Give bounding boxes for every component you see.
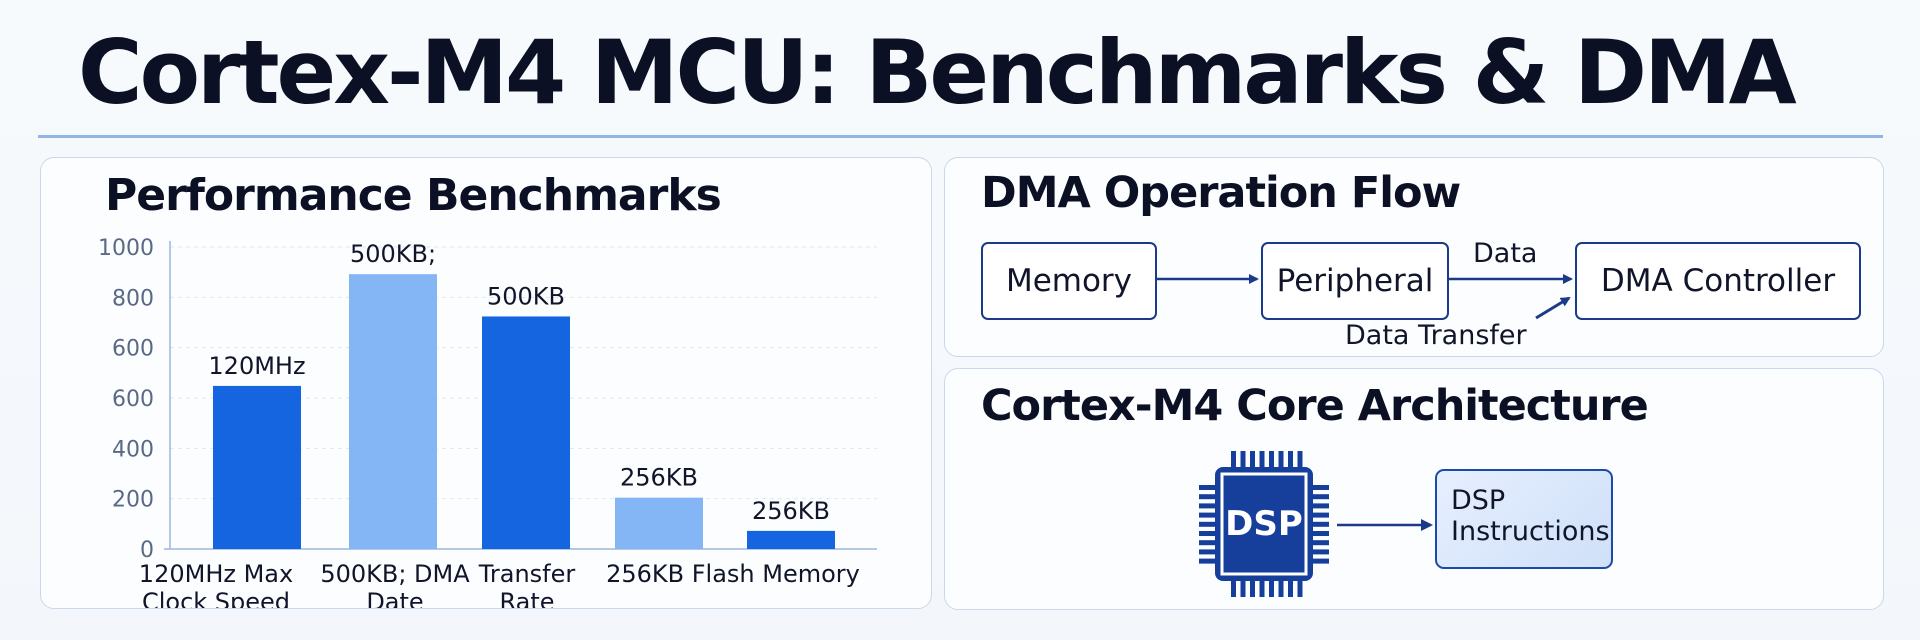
- bar-data-label: 500KB: [487, 282, 565, 310]
- arrow-transfer-to-dma: [1535, 296, 1571, 320]
- y-tick-label: 400: [112, 437, 154, 462]
- chip-pin: [1269, 579, 1274, 597]
- x-tick-label: 256KB Flash Memory: [606, 560, 860, 588]
- y-tick-label: 800: [112, 286, 154, 311]
- x-tick-label: Date: [366, 588, 423, 608]
- chip-body: [1215, 467, 1313, 581]
- title-divider: [38, 135, 1883, 138]
- chip-pin: [1250, 579, 1255, 597]
- edge-label-data-transfer: Data Transfer: [1345, 320, 1527, 351]
- chip-pin: [1269, 451, 1274, 469]
- chip-pin: [1278, 579, 1284, 597]
- chip-pin: [1199, 503, 1217, 509]
- chip-pin: [1288, 451, 1293, 469]
- chip-pin: [1278, 451, 1284, 469]
- dsp-box-line-1: DSP: [1451, 485, 1506, 516]
- x-tick-label: Transfer: [478, 560, 576, 588]
- y-tick-label: 0: [140, 538, 154, 563]
- chip-pin: [1311, 512, 1329, 518]
- chip-pin: [1311, 521, 1329, 527]
- dma-flow-panel: DMA Operation Flow Memory Peripheral DMA…: [944, 157, 1884, 357]
- memory-node: Memory: [981, 242, 1157, 320]
- bar: [747, 530, 835, 549]
- chip-to-dsp-arrow: [1337, 519, 1433, 531]
- dma-controller-node: DMA Controller: [1575, 242, 1861, 320]
- chip-pin: [1311, 549, 1329, 555]
- chip-pin: [1240, 451, 1246, 469]
- chip-inner-border: [1220, 472, 1308, 576]
- chip-pin: [1311, 531, 1329, 536]
- bar-data-label: 256KB: [752, 497, 830, 525]
- dma-flow-title: DMA Operation Flow: [981, 168, 1461, 218]
- y-tick-label: 600: [112, 387, 154, 412]
- bar: [615, 497, 703, 549]
- benchmark-chart: 0 200 400 600 600 800 1000 120MHz 500KB; 500KB 256…: [98, 236, 877, 608]
- chip-pin: [1199, 540, 1217, 546]
- bar-data-label: 120MHz: [208, 352, 305, 380]
- chip-pin: [1311, 558, 1329, 564]
- chip-graphic: [1199, 451, 1329, 597]
- edge-label-data: Data: [1473, 238, 1538, 269]
- x-tick-label: Rate: [499, 588, 554, 608]
- y-tick-label: 1000: [98, 236, 154, 261]
- dma-flow-arrows: [1155, 274, 1573, 320]
- chip-pin: [1311, 485, 1329, 490]
- chip-pin: [1231, 451, 1236, 469]
- chip-pin: [1311, 503, 1329, 509]
- page-title: Cortex-M4 MCU: Benchmarks & DMA: [78, 21, 1797, 124]
- chip-pin: [1199, 531, 1217, 536]
- chip-pin: [1199, 558, 1217, 564]
- dsp-box-line-2: Instructions: [1451, 516, 1610, 547]
- chip-pin: [1259, 579, 1265, 597]
- chip-pin: [1297, 579, 1303, 597]
- chip-pin: [1199, 512, 1217, 518]
- chip-pin: [1199, 521, 1217, 527]
- chip-label: DSP: [1225, 504, 1303, 544]
- peripheral-node: Peripheral: [1261, 242, 1449, 320]
- bar: [482, 316, 570, 549]
- x-tick-label: Clock Speed: [142, 588, 290, 608]
- chip-pin: [1231, 579, 1236, 597]
- bar: [213, 385, 301, 549]
- chip-pin: [1199, 494, 1217, 500]
- y-tick-label: 200: [112, 488, 154, 513]
- x-tick-label: 500KB; DMA: [320, 560, 470, 588]
- dsp-instructions-box: DSP Instructions: [1435, 469, 1613, 569]
- core-architecture-panel: Cortex-M4 Core Architecture DSP DSP Inst…: [944, 368, 1884, 610]
- chip-pin: [1311, 494, 1329, 500]
- y-tick-label: 600: [112, 337, 154, 362]
- bar: [349, 274, 437, 549]
- chip-pin: [1240, 579, 1246, 597]
- chip-pin: [1259, 451, 1265, 469]
- chip-pin: [1297, 451, 1303, 469]
- chip-icon: DSP: [1199, 449, 1329, 599]
- chip-pin: [1250, 451, 1255, 469]
- core-architecture-title: Cortex-M4 Core Architecture: [981, 381, 1649, 431]
- chip-pin: [1199, 549, 1217, 555]
- bar-data-label: 500KB;: [350, 240, 436, 268]
- benchmarks-panel: Performance Benchmarks 0 200 400 600 600 800 1…: [40, 157, 932, 609]
- bar-data-label: 256KB: [620, 464, 698, 492]
- chip-pin: [1288, 579, 1293, 597]
- chip-pin: [1199, 485, 1217, 490]
- benchmarks-title: Performance Benchmarks: [105, 170, 722, 221]
- x-tick-label: 120MHz Max: [139, 560, 293, 588]
- chip-pin: [1311, 540, 1329, 546]
